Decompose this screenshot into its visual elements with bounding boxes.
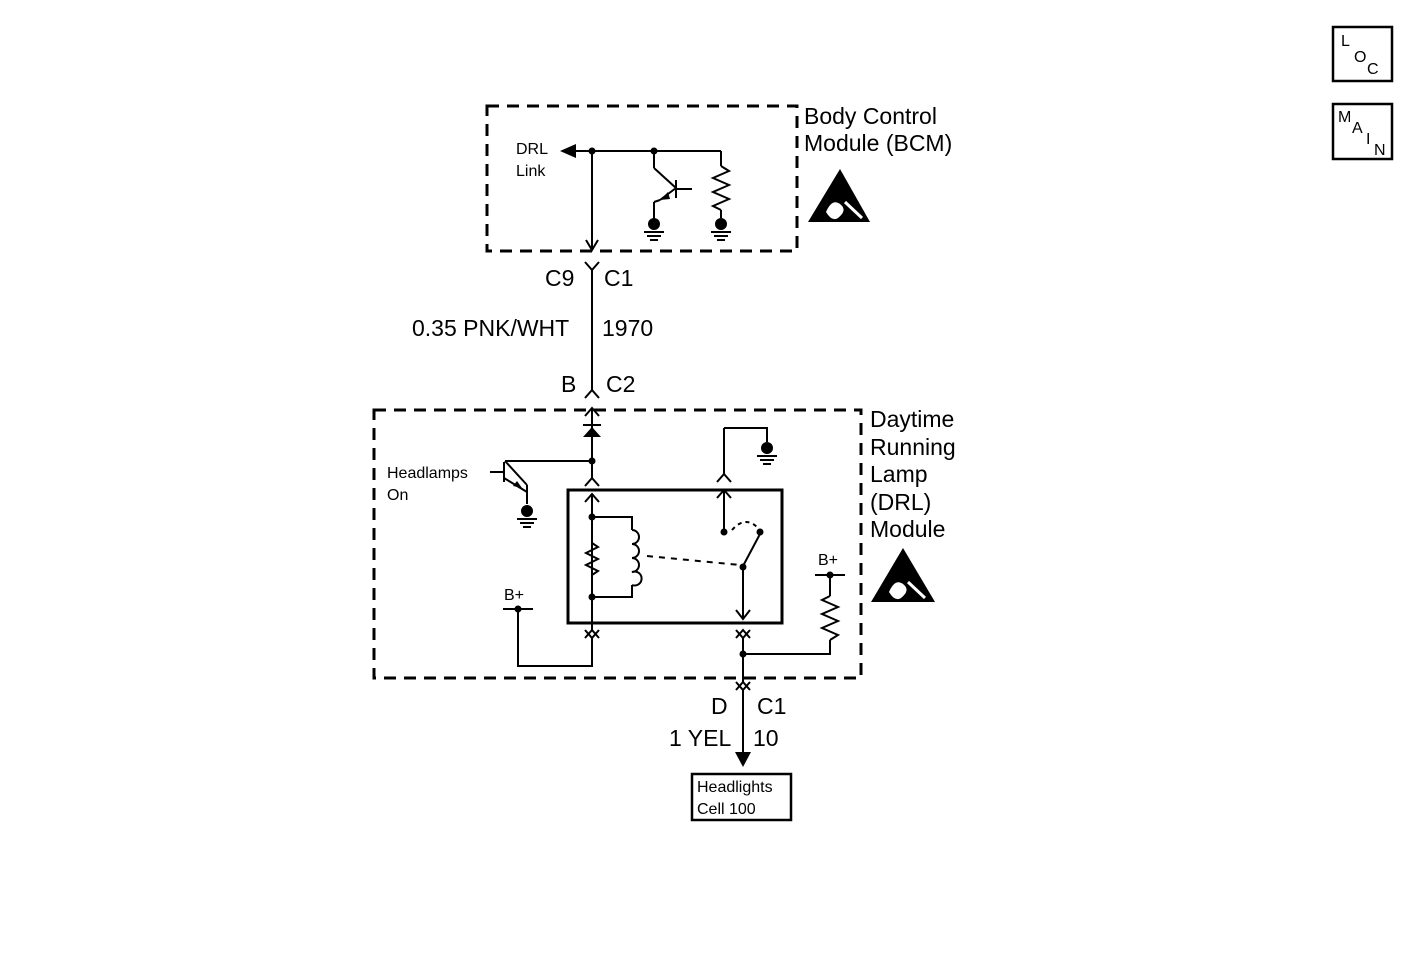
drl-link-label-line1: DRL [516,141,548,158]
relay-resistor-icon [583,542,601,576]
loc-letter: C [1367,61,1379,78]
bplus-label: B+ [504,587,524,604]
connector-label: C2 [606,371,635,397]
drl-title-line4: (DRL) [870,489,931,515]
bcm-resistor-icon [710,165,732,211]
esd-warning-icon [808,169,870,222]
relay-box [566,488,784,625]
main-letter: M [1338,109,1351,126]
circuit-number-label: 1970 [602,315,653,341]
connector-label: D [711,693,728,719]
headlamps-label-line1: Headlamps [387,465,468,482]
ground-icon [711,218,731,241]
drl-link-label-line2: Link [516,163,546,180]
drl-title-line5: Module [870,516,945,542]
headlights-ref-box[interactable] [690,772,793,822]
drl-link-arrow [560,144,576,158]
drl-title-line2: Running [870,434,956,460]
connector-b-c2-icon [584,388,600,399]
circuit-number-label: 10 [753,725,779,751]
connector-label: C9 [545,265,574,291]
loc-letter: O [1354,49,1366,66]
bcm-module-box [485,104,799,253]
wire-color-label: 1 YEL [669,725,731,751]
bcm-transistor-icon [653,151,692,220]
drl-module-box [372,408,863,680]
bplus-label: B+ [818,552,838,569]
connector-d-c1-icon [735,680,751,691]
connector-label: C1 [604,265,633,291]
bcm-title-line1: Body Control [804,103,937,129]
headlamps-transistor-icon [490,460,528,504]
drl-title-line1: Daytime [870,406,954,432]
bcm-title-line2: Module (BCM) [804,130,952,156]
headlights-ref-line1: Headlights [697,779,773,796]
connector-c9-c1-icon [584,261,600,272]
relay-switch-icon [742,533,761,567]
headlights-ref-line2: Cell 100 [697,801,756,818]
esd-warning-icon [871,548,935,602]
main-letter: N [1374,142,1386,159]
loc-letter: L [1341,33,1350,50]
wire-color-label: 0.35 PNK/WHT [412,315,569,341]
main-letter: I [1366,131,1370,148]
output-arrow [735,752,751,767]
headlamps-label-line2: On [387,487,408,504]
ground-icon [644,218,664,241]
connector-label: C1 [757,693,786,719]
main-letter: A [1352,120,1363,137]
drl-title-line3: Lamp [870,461,928,487]
ground-icon [517,505,537,528]
relay-coil-icon [631,529,643,587]
loc-button[interactable] [1331,25,1394,83]
ground-icon [757,442,777,465]
drl-resistor-icon [819,595,841,641]
diode-icon [583,424,601,437]
connector-label: B [561,371,576,397]
main-button[interactable] [1331,102,1394,161]
